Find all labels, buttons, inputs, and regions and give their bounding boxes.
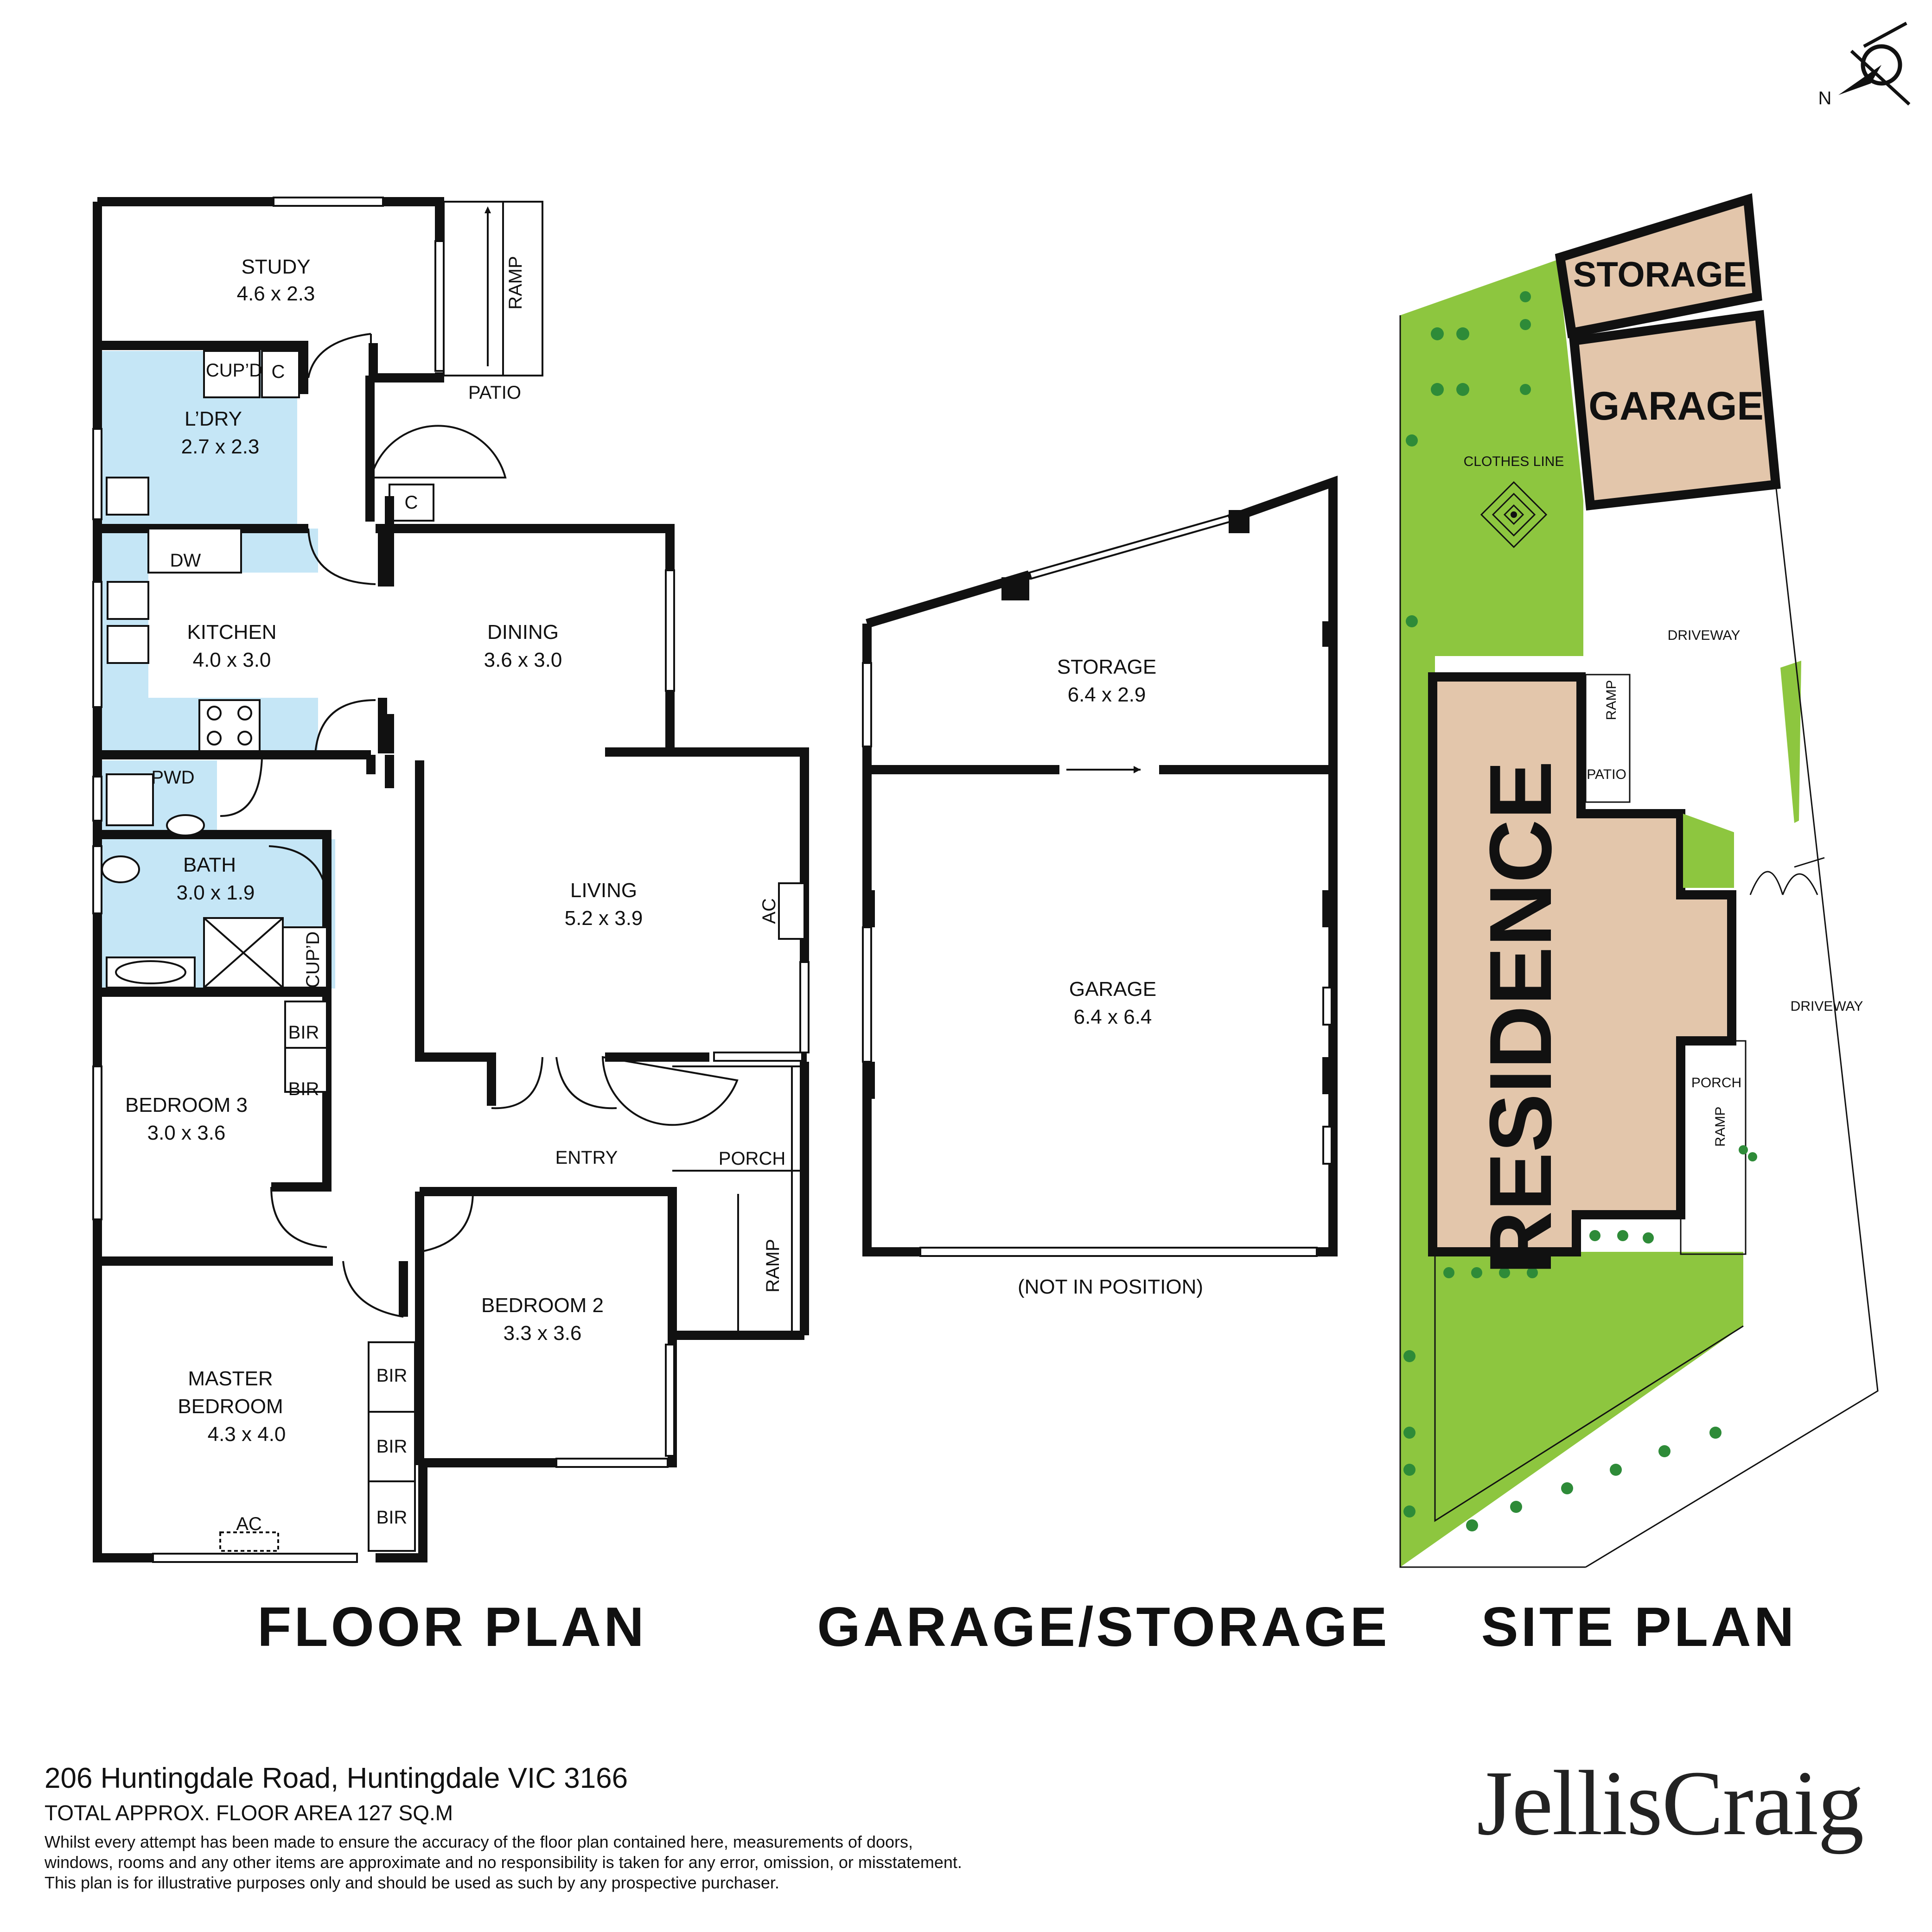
site-lawn-side bbox=[1780, 661, 1801, 823]
garage-dims: 6.4 x 6.4 bbox=[1074, 1006, 1152, 1028]
site-trees bbox=[1403, 291, 1757, 1531]
living-dims: 5.2 x 3.9 bbox=[565, 907, 643, 930]
disclaimer-line-1: Whilst every attempt has been made to en… bbox=[45, 1832, 913, 1851]
bir-label-4: BIR bbox=[376, 1436, 408, 1457]
garage-note: (NOT IN POSITION) bbox=[1018, 1275, 1203, 1298]
site-ramp-label-1: RAMP bbox=[1604, 680, 1619, 721]
bir-label-5: BIR bbox=[376, 1507, 408, 1528]
dining-dims: 3.6 x 3.0 bbox=[484, 649, 562, 671]
garage-storage-plan: STORAGE 6.4 x 2.9 GARAGE 6.4 x 6.4 (NOT … bbox=[817, 475, 1390, 1658]
bir-label-2: BIR bbox=[288, 1079, 319, 1099]
site-ramp-label-2: RAMP bbox=[1713, 1107, 1728, 1147]
floor-plan-labels: STUDY 4.6 x 2.3 L’DRY 2.7 x 2.3 CUP’D C … bbox=[125, 255, 785, 1534]
property-address: 206 Huntingdale Road, Huntingdale VIC 31… bbox=[45, 1762, 628, 1794]
study-name: STUDY bbox=[241, 255, 310, 278]
bath-cupd-label: CUP’D bbox=[303, 931, 323, 988]
garage-wall-posts bbox=[863, 510, 1334, 1099]
garage-walls bbox=[862, 475, 1338, 1256]
bir-label-3: BIR bbox=[376, 1365, 408, 1386]
kitchen-name: KITCHEN bbox=[187, 621, 276, 644]
dw-label: DW bbox=[170, 550, 201, 571]
brand-logo: JellisCraig bbox=[1477, 1752, 1864, 1855]
porch-label: PORCH bbox=[719, 1148, 785, 1169]
bedroom3-dims: 3.0 x 3.6 bbox=[147, 1122, 226, 1144]
laundry-dims: 2.7 x 2.3 bbox=[181, 435, 260, 458]
storage-name: STORAGE bbox=[1057, 656, 1156, 678]
bedroom3-name: BEDROOM 3 bbox=[125, 1094, 248, 1116]
laundry-cupd: CUP’D bbox=[206, 360, 262, 381]
driveway-label-top: DRIVEWAY bbox=[1668, 628, 1741, 643]
site-porch-lawn bbox=[1683, 814, 1734, 888]
laundry-c: C bbox=[272, 362, 285, 382]
clothes-line-icon bbox=[1480, 481, 1548, 548]
entry-label: ENTRY bbox=[555, 1148, 618, 1168]
laundry-name: L’DRY bbox=[185, 408, 242, 430]
bir-label-1: BIR bbox=[288, 1022, 319, 1043]
disclaimer-line-3: This plan is for illustrative purposes o… bbox=[45, 1873, 779, 1892]
site-plan-title: SITE PLAN bbox=[1481, 1596, 1797, 1658]
master-line1: MASTER bbox=[188, 1367, 273, 1390]
footer: 206 Huntingdale Road, Huntingdale VIC 31… bbox=[45, 1762, 1250, 1893]
site-residence-label: RESIDENCE bbox=[1472, 761, 1570, 1275]
ramp-patio-outlines bbox=[389, 201, 804, 1336]
site-storage-building bbox=[1555, 193, 1762, 338]
site-storage-label: STORAGE bbox=[1573, 255, 1747, 294]
driveway-label-side: DRIVEWAY bbox=[1791, 999, 1863, 1014]
garage-storage-title: GARAGE/STORAGE bbox=[817, 1596, 1390, 1658]
dining-name: DINING bbox=[487, 621, 559, 644]
ramp-label-porch: RAMP bbox=[763, 1239, 783, 1293]
site-garage-building bbox=[1569, 310, 1781, 511]
fixtures bbox=[101, 350, 805, 1552]
site-porch-label: PORCH bbox=[1691, 1075, 1741, 1090]
garage-windows bbox=[862, 514, 1333, 1257]
hall-c: C bbox=[405, 492, 418, 513]
site-plan: STORAGE GARAGE RESIDENCE CLOTHES LINE DR… bbox=[1399, 193, 1879, 1658]
kitchen-island bbox=[148, 573, 320, 698]
floor-plan-windows bbox=[92, 197, 810, 1563]
north-label: N bbox=[1818, 88, 1832, 108]
disclaimer-line-2: windows, rooms and any other items are a… bbox=[45, 1853, 962, 1872]
door-swings bbox=[220, 333, 739, 1318]
north-arrow-icon: N bbox=[1818, 21, 1911, 108]
living-name: LIVING bbox=[570, 879, 637, 902]
kitchen-dims: 4.0 x 3.0 bbox=[193, 649, 271, 671]
floor-plan-title: FLOOR PLAN bbox=[257, 1596, 647, 1658]
ac-label-living: AC bbox=[759, 898, 779, 924]
site-lawn bbox=[1400, 260, 1743, 1567]
bath-dims: 3.0 x 1.9 bbox=[177, 881, 255, 904]
garage-name: GARAGE bbox=[1069, 978, 1156, 1001]
bath-name: BATH bbox=[183, 854, 236, 876]
bedroom2-name: BEDROOM 2 bbox=[481, 1294, 604, 1317]
master-dims: 4.3 x 4.0 bbox=[208, 1423, 286, 1446]
ac-label-master: AC bbox=[236, 1514, 262, 1534]
clothes-line-label: CLOTHES LINE bbox=[1464, 454, 1564, 469]
site-garage-label: GARAGE bbox=[1588, 384, 1763, 428]
ramp-label-patio: RAMP bbox=[505, 256, 526, 310]
pwd-label: PWD bbox=[151, 767, 194, 788]
hall-walls bbox=[365, 376, 387, 753]
master-line2: BEDROOM bbox=[178, 1395, 283, 1418]
storage-dims: 6.4 x 2.9 bbox=[1068, 683, 1146, 706]
study-dims: 4.6 x 2.3 bbox=[237, 282, 315, 305]
floor-plan: STUDY 4.6 x 2.3 L’DRY 2.7 x 2.3 CUP’D C … bbox=[92, 197, 810, 1658]
bedroom2-dims: 3.3 x 3.6 bbox=[504, 1322, 582, 1345]
floor-area: TOTAL APPROX. FLOOR AREA 127 SQ.M bbox=[45, 1801, 453, 1825]
site-patio-label: PATIO bbox=[1587, 767, 1626, 782]
patio-label: PATIO bbox=[468, 383, 521, 403]
